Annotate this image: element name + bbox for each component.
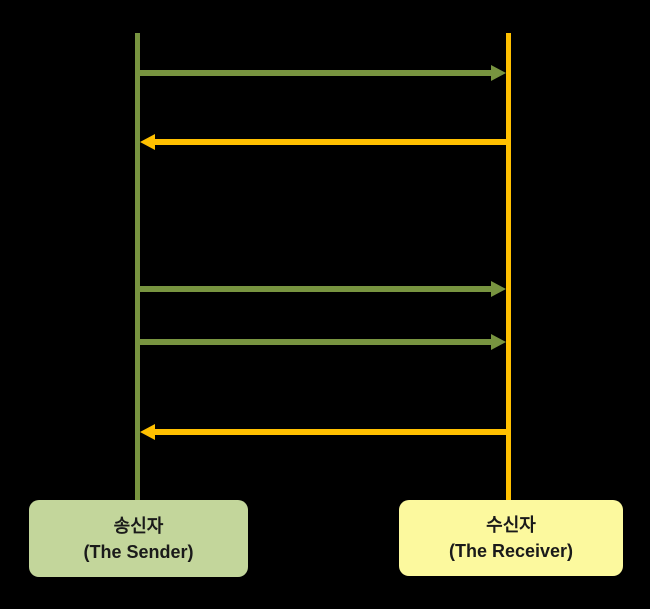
sender-lifeline (135, 33, 140, 501)
receiver-label-ko: 수신자 (486, 515, 536, 535)
arrowhead-right-icon (491, 281, 506, 297)
message-shaft-receiver-to-sender (154, 139, 511, 145)
sender-label-en: (The Sender) (83, 541, 194, 562)
arrowhead-left-icon (140, 134, 155, 150)
sender-label-ko: 송신자 (113, 515, 164, 536)
receiver-lifeline (506, 33, 511, 501)
arrowhead-right-icon (491, 65, 506, 81)
message-shaft-sender-to-receiver (135, 70, 492, 76)
sender-box: 송신자 (The Sender) (29, 500, 248, 577)
arrowhead-left-icon (140, 424, 155, 440)
message-shaft-receiver-to-sender (154, 429, 511, 435)
receiver-label-en: (The Receiver) (448, 541, 574, 561)
arrowhead-right-icon (491, 334, 506, 350)
message-shaft-sender-to-receiver (135, 286, 492, 292)
receiver-box: 수신자 (The Receiver) (399, 500, 623, 576)
message-shaft-sender-to-receiver (135, 339, 492, 345)
